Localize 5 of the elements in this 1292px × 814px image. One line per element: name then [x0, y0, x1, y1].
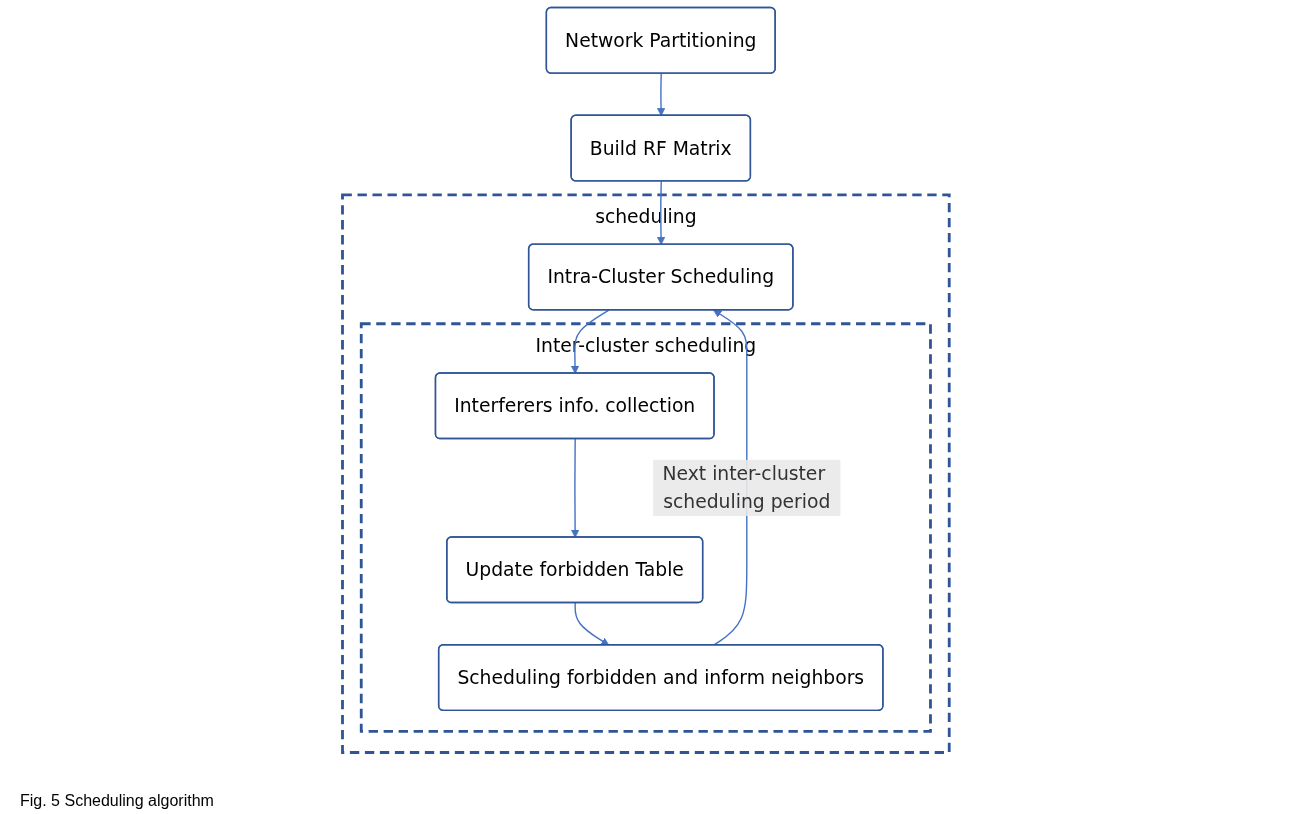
arrow — [571, 438, 580, 538]
edge-label: Next inter-cluster scheduling period — [662, 462, 831, 514]
arrow — [574, 602, 610, 646]
arrow — [657, 72, 666, 117]
figure-caption: Fig. 5 Scheduling algorithm — [20, 792, 214, 810]
